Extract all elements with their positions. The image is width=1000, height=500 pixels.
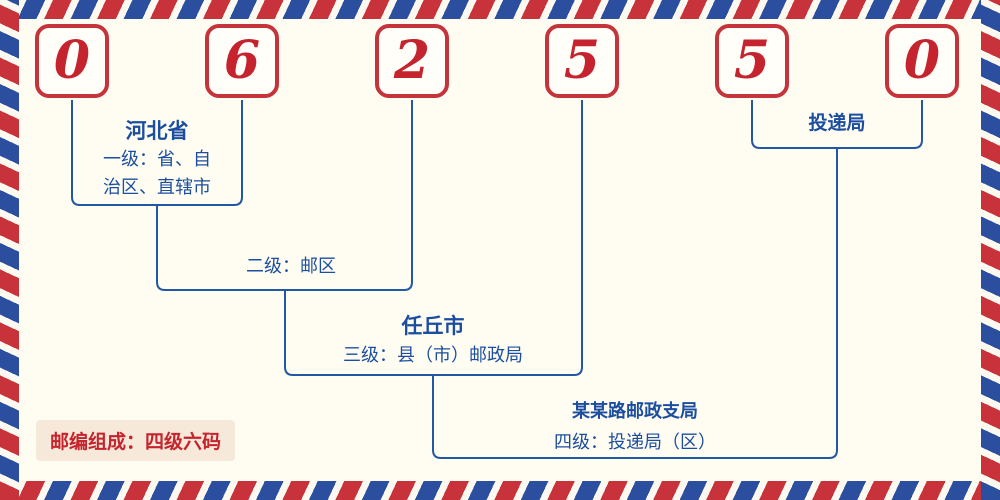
digit-box-6: 0	[885, 24, 959, 98]
footer-note-badge: 邮编组成：四级六码	[36, 420, 236, 461]
level3-place-label: 任丘市	[401, 315, 465, 338]
digit-1: 0	[53, 30, 91, 91]
digit-6: 0	[903, 30, 941, 91]
digit-box-5: 5	[715, 24, 789, 98]
airmail-border-bottom	[0, 481, 1000, 500]
level4-desc-label: 四级：投递局（区）	[554, 432, 716, 452]
digit-box-3: 2	[375, 24, 449, 98]
level4-step-line	[432, 148, 838, 459]
delivery-bracket-line	[751, 100, 923, 149]
digit-box-4: 5	[545, 24, 619, 98]
airmail-border-top	[0, 0, 1000, 19]
digit-3: 2	[393, 30, 431, 91]
digit-5: 5	[733, 30, 771, 91]
airmail-border-left	[0, 0, 19, 500]
level3-desc-label: 三级：县（市）邮政局	[343, 345, 523, 365]
airmail-border-right	[981, 0, 1000, 500]
level1-desc-label: 一级：省、自 治区、直辖市	[103, 149, 211, 197]
digit-4: 5	[563, 30, 601, 91]
level1-place-label: 河北省	[125, 120, 189, 143]
level4-place-label: 某某路邮政支局	[572, 401, 698, 421]
digit-box-1: 0	[35, 24, 109, 98]
digit-box-2: 6	[205, 24, 279, 98]
digit-2: 6	[223, 30, 261, 91]
level2-desc-label: 二级：邮区	[246, 256, 336, 276]
delivery-office-label: 投递局	[808, 113, 866, 134]
